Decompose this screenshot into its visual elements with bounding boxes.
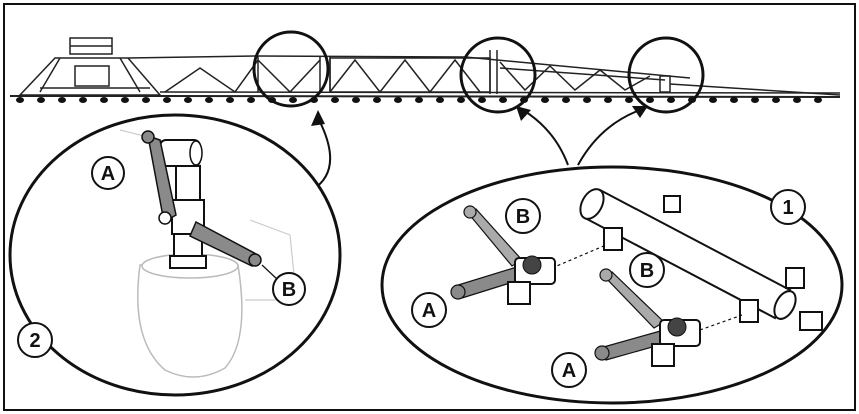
detail-1-label-a-upper: A [411,292,447,328]
boom-nozzle [289,97,297,103]
boom-nozzle [814,97,822,103]
boom-nozzle [499,97,507,103]
detail-1-valves: A B A B 1 [380,165,844,405]
boom-nozzle [247,97,255,103]
boom-nozzle [793,97,801,103]
boom-nozzle [226,97,234,103]
boom-nozzle [730,97,738,103]
boom-nozzle [142,97,150,103]
boom-nozzle [121,97,129,103]
detail-2-label-a: A [91,156,125,190]
highlight-circle-left [252,30,330,108]
boom-nozzle [625,97,633,103]
boom-nozzle [37,97,45,103]
boom-nozzle [100,97,108,103]
boom-nozzle [436,97,444,103]
boom-nozzle [772,97,780,103]
boom-nozzle [184,97,192,103]
svg-text:A: A [422,300,436,322]
boom-nozzle [646,97,654,103]
boom-nozzle [373,97,381,103]
boom-nozzle [541,97,549,103]
boom-nozzle [457,97,465,103]
boom-nozzle [478,97,486,103]
boom-nozzle [58,97,66,103]
detail-1-label-a-lower: A [551,352,587,388]
arrow-to-middle-circle [522,109,569,166]
detail-2-number: 2 [17,322,53,358]
boom-nozzle [205,97,213,103]
svg-text:B: B [640,260,654,282]
boom-nozzle [667,97,675,103]
svg-text:1: 1 [782,197,793,219]
boom-nozzle [562,97,570,103]
boom-nozzle [352,97,360,103]
detail-1-label-b-lower: B [629,252,665,288]
boom-nozzle [751,97,759,103]
boom-center-frame [10,37,165,97]
boom-nozzle [415,97,423,103]
highlight-circle-right [627,36,705,114]
boom-nozzle [79,97,87,103]
detail-1-valve-upper [450,205,556,305]
svg-text:B: B [282,279,296,301]
boom-nozzle [394,97,402,103]
boom-truss-outer [499,61,841,96]
detail-2-valve: A B 2 [8,113,342,397]
boom-nozzle [709,97,717,103]
boom-nozzle [583,97,591,103]
svg-text:A: A [101,163,115,185]
boom-nozzles [16,97,822,103]
sprayer-boom [10,37,841,98]
detail-1-label-b-upper: B [505,198,541,234]
boom-nozzle [16,97,24,103]
valve-handle-a [147,134,177,224]
boom-nozzle [604,97,612,103]
manifold-pipe [579,188,823,331]
filter-bowl [137,264,243,378]
svg-text:2: 2 [29,330,40,352]
arrow-to-right-circle [577,109,641,166]
svg-text:A: A [562,360,576,382]
arrow-heads [311,106,648,126]
detail-1-valve-lower [594,268,701,367]
boom-nozzle [331,97,339,103]
boom-nozzle [163,97,171,103]
detail-1-number: 1 [770,189,806,225]
highlight-circle-middle [459,36,537,114]
boom-truss-middle [329,50,498,94]
boom-highlights [252,30,705,114]
svg-text:B: B [516,206,530,228]
detail-2-label-b: B [272,272,306,306]
